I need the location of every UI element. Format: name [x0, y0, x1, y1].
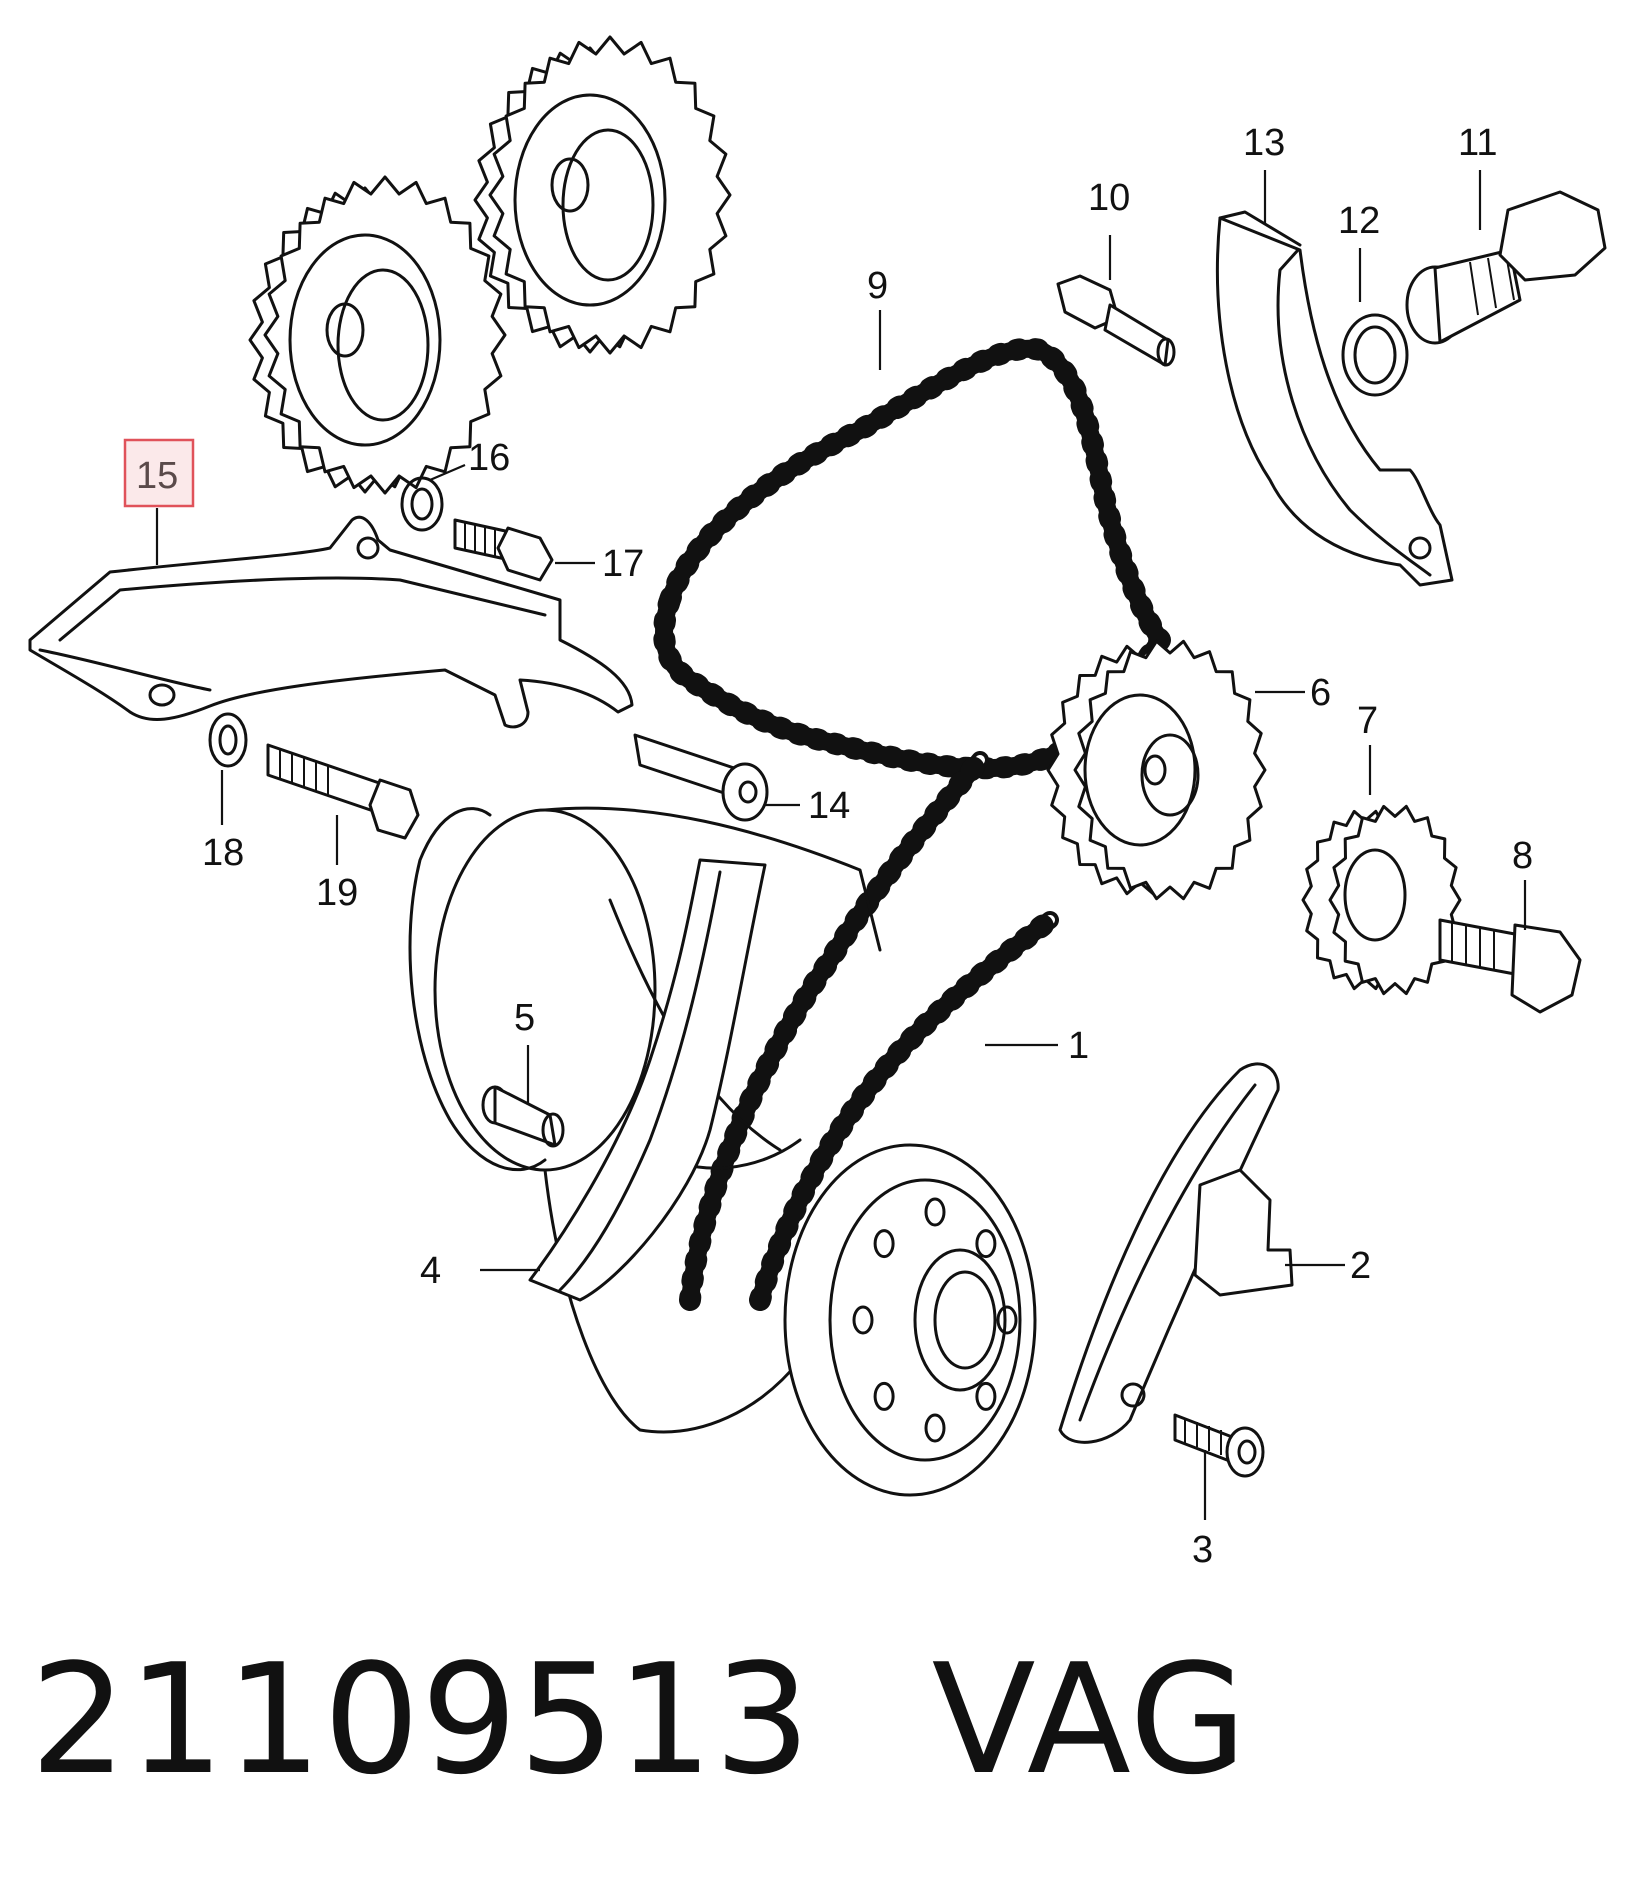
callout-labels: 1 2 3 4 5 6 7 8 9 10 11 12 13 14 15 16 1… [123, 122, 1533, 1571]
callout-3: 3 [1192, 1529, 1213, 1571]
callout-1: 1 [1068, 1025, 1089, 1067]
callout-16: 16 [468, 437, 510, 479]
camshaft-sprocket-upper [473, 35, 732, 355]
hub-bolt-hole [975, 1229, 997, 1259]
pin-14 [633, 733, 769, 822]
stud-10 [1056, 274, 1176, 367]
callout-7: 7 [1357, 700, 1378, 742]
exploded-parts-diagram: 1 2 3 4 5 6 7 8 9 10 11 12 13 14 15 16 1… [28, 35, 1607, 1571]
leader-lines [155, 170, 1527, 1520]
chain-guide-upper [28, 515, 634, 729]
tensioner-rail-13 [1215, 210, 1454, 587]
callout-5: 5 [514, 997, 535, 1039]
dowel-5 [481, 1085, 565, 1148]
seal-ring-12 [1341, 313, 1409, 397]
callout-9: 9 [867, 265, 888, 307]
bolt-17 [453, 518, 554, 582]
bolt-19 [266, 743, 420, 840]
bolt-3 [1173, 1413, 1265, 1478]
hub-bolt-hole [873, 1381, 895, 1411]
callout-4: 4 [420, 1250, 441, 1292]
brand-label: VAG [931, 1631, 1249, 1808]
hub-bolt-hole [924, 1197, 946, 1227]
crankshaft-hub [783, 1143, 1037, 1497]
callout-12: 12 [1338, 200, 1380, 242]
callout-2: 2 [1350, 1245, 1371, 1287]
part-number: 21109513 [30, 1631, 812, 1808]
tensioner-plug-11 [1405, 190, 1607, 345]
callout-10: 10 [1088, 177, 1130, 219]
bolt-8 [1438, 918, 1582, 1014]
callout-14: 14 [808, 785, 850, 827]
callout-11: 11 [1458, 122, 1497, 164]
tensioner-2 [1058, 1062, 1294, 1444]
callout-13: 13 [1243, 122, 1285, 164]
callout-6: 6 [1310, 672, 1331, 714]
timing-chain-9 [653, 337, 1171, 780]
camshaft-sprocket-lower [248, 175, 507, 495]
washer-18 [208, 712, 248, 768]
callout-8: 8 [1512, 835, 1533, 877]
hub-bolt-hole [852, 1305, 874, 1335]
callout-18: 18 [202, 832, 244, 874]
callout-19: 19 [316, 872, 358, 914]
callout-15-highlight [123, 438, 195, 508]
caption: 21109513 VAG [30, 1625, 1248, 1815]
hub-bolt-hole [996, 1305, 1018, 1335]
callout-15: 15 [136, 455, 178, 497]
washer-16 [400, 476, 444, 532]
intermediate-sprocket-6 [1046, 639, 1267, 901]
chain-1 [679, 749, 1061, 1311]
hub-bolt-hole [975, 1381, 997, 1411]
callout-17: 17 [602, 543, 644, 585]
hub-bolt-hole [924, 1413, 946, 1443]
guide-rail-4 [528, 858, 767, 1302]
hub-bolt-hole [873, 1229, 895, 1259]
sprocket-7 [1301, 804, 1462, 996]
